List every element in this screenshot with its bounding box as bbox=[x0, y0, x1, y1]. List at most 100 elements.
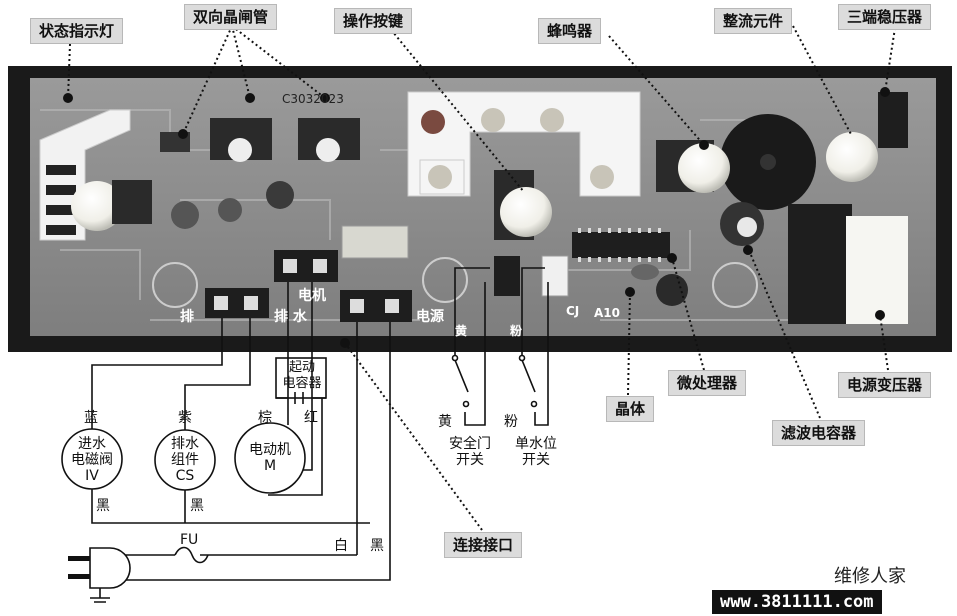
inlet-valve-line1: 进水 bbox=[78, 436, 106, 452]
door-switch-label: 安全门 开关 bbox=[440, 436, 500, 468]
fuse-label: FU bbox=[180, 532, 199, 548]
button-marker bbox=[500, 187, 552, 237]
button-key bbox=[481, 108, 505, 132]
level-switch-line2: 开关 bbox=[522, 452, 550, 468]
relay-block bbox=[341, 225, 409, 259]
callout-power-transformer: 电源变压器 bbox=[838, 372, 932, 398]
pcb-label-power: 电源 bbox=[416, 309, 444, 325]
motor-label: 电动机 M bbox=[238, 442, 302, 474]
level-switch-line1: 单水位 bbox=[515, 436, 557, 452]
wire-label-blue: 蓝 bbox=[84, 410, 98, 426]
wire-label-red: 红 bbox=[304, 410, 318, 426]
silkscreen-circle bbox=[712, 262, 758, 308]
wiring-lines bbox=[91, 267, 549, 581]
pcb-label-motor: 电机 bbox=[298, 288, 326, 304]
triac-knob bbox=[316, 138, 340, 162]
connector-motor-pin bbox=[313, 259, 327, 273]
wire-label-brown: 棕 bbox=[258, 410, 272, 426]
inlet-valve-symbol bbox=[61, 428, 123, 490]
leader-lines bbox=[67, 25, 896, 531]
mcu-pins bbox=[578, 228, 661, 262]
wire-label-pink: 粉 bbox=[504, 414, 518, 430]
button-key bbox=[421, 110, 445, 134]
inlet-valve-line3: IV bbox=[85, 468, 99, 484]
transformer-label bbox=[846, 216, 908, 324]
round-component bbox=[266, 181, 294, 209]
callout-status-led: 状态指示灯 bbox=[30, 18, 124, 44]
watermark-url: www.3811111.com bbox=[712, 590, 882, 614]
wire-label-yellow: 黄 bbox=[438, 414, 452, 430]
level-switch-label: 单水位 开关 bbox=[506, 436, 566, 468]
motor-line1: 电动机 bbox=[249, 442, 291, 458]
pcb-label-yellow: 黄 bbox=[455, 324, 468, 338]
wire-label-purple: 紫 bbox=[178, 410, 192, 426]
callout-filter-cap: 滤波电容器 bbox=[772, 420, 866, 446]
led-slot bbox=[46, 225, 76, 235]
transformer-core bbox=[788, 204, 852, 324]
buzzer-marker bbox=[678, 143, 730, 193]
led-marker bbox=[71, 181, 123, 231]
capacitor-small bbox=[656, 274, 688, 306]
plug-pin bbox=[68, 556, 90, 561]
ring-component bbox=[218, 198, 242, 222]
connector-level bbox=[541, 255, 569, 297]
rectifier-marker bbox=[826, 132, 878, 182]
triac-knob bbox=[228, 138, 252, 162]
drain-unit-line2: 组件 bbox=[171, 452, 199, 468]
callout-buttons: 操作按键 bbox=[334, 8, 413, 34]
pcb-label-pink: 粉 bbox=[510, 324, 523, 338]
motor-line2: M bbox=[263, 458, 277, 474]
start-cap-label-line1: 起动 bbox=[288, 360, 315, 375]
drain-unit-line3: CS bbox=[175, 468, 195, 484]
plug-symbol bbox=[89, 547, 131, 589]
door-switch-line1: 安全门 bbox=[449, 436, 491, 452]
motor-symbol bbox=[234, 422, 306, 494]
connector-drain-pin bbox=[214, 296, 228, 310]
wire-label-black-iv: 黑 bbox=[96, 498, 110, 514]
button-panel bbox=[407, 91, 641, 197]
wire-label-black-cs: 黑 bbox=[190, 498, 204, 514]
regulator-component bbox=[878, 92, 908, 148]
silkscreen-circle bbox=[152, 262, 198, 308]
pcb-label-drain-water: 排 水 bbox=[274, 309, 307, 325]
watermark-brand: 维修人家 bbox=[834, 566, 906, 587]
connector-power-pin bbox=[350, 299, 364, 313]
plug-pin bbox=[68, 574, 90, 579]
connector-power-pin bbox=[385, 299, 399, 313]
inlet-valve-label: 进水 电磁阀 IV bbox=[62, 436, 122, 484]
callout-connector: 连接接口 bbox=[444, 532, 523, 558]
wire-label-white: 白 bbox=[334, 538, 348, 554]
led-slot bbox=[46, 185, 76, 195]
pcb-label-model: C3032023 bbox=[282, 92, 344, 106]
callout-rectifier: 整流元件 bbox=[714, 8, 793, 34]
button-key bbox=[540, 108, 564, 132]
mcu-chip bbox=[572, 232, 670, 258]
button-key bbox=[590, 165, 614, 189]
start-cap-label: 起动 电容器 bbox=[278, 360, 326, 392]
drain-unit-line1: 排水 bbox=[171, 436, 199, 452]
callout-regulator: 三端稳压器 bbox=[838, 4, 932, 30]
buzzer-hole bbox=[760, 154, 776, 170]
callout-mcu: 微处理器 bbox=[668, 370, 747, 396]
callout-triac: 双向晶闸管 bbox=[184, 4, 278, 30]
drain-unit-symbol bbox=[154, 429, 216, 491]
connector-door bbox=[494, 256, 520, 296]
wire-label-black-power: 黑 bbox=[370, 538, 384, 554]
fuse-symbol bbox=[174, 546, 209, 564]
filter-cap-top bbox=[737, 217, 757, 237]
callout-buzzer: 蜂鸣器 bbox=[538, 18, 602, 44]
door-switch-line2: 开关 bbox=[456, 452, 484, 468]
drain-unit-label: 排水 组件 CS bbox=[155, 436, 215, 484]
chip-dark bbox=[112, 180, 152, 224]
pcb-label-cj: CJ bbox=[566, 304, 580, 318]
led-slot bbox=[46, 165, 76, 175]
button-key bbox=[428, 165, 452, 189]
connector-motor-pin bbox=[283, 259, 297, 273]
crystal-component bbox=[631, 264, 659, 280]
connector-drain-pin bbox=[244, 296, 258, 310]
led-slot bbox=[46, 205, 76, 215]
leader-dots bbox=[63, 87, 890, 348]
ring-component bbox=[171, 201, 199, 229]
